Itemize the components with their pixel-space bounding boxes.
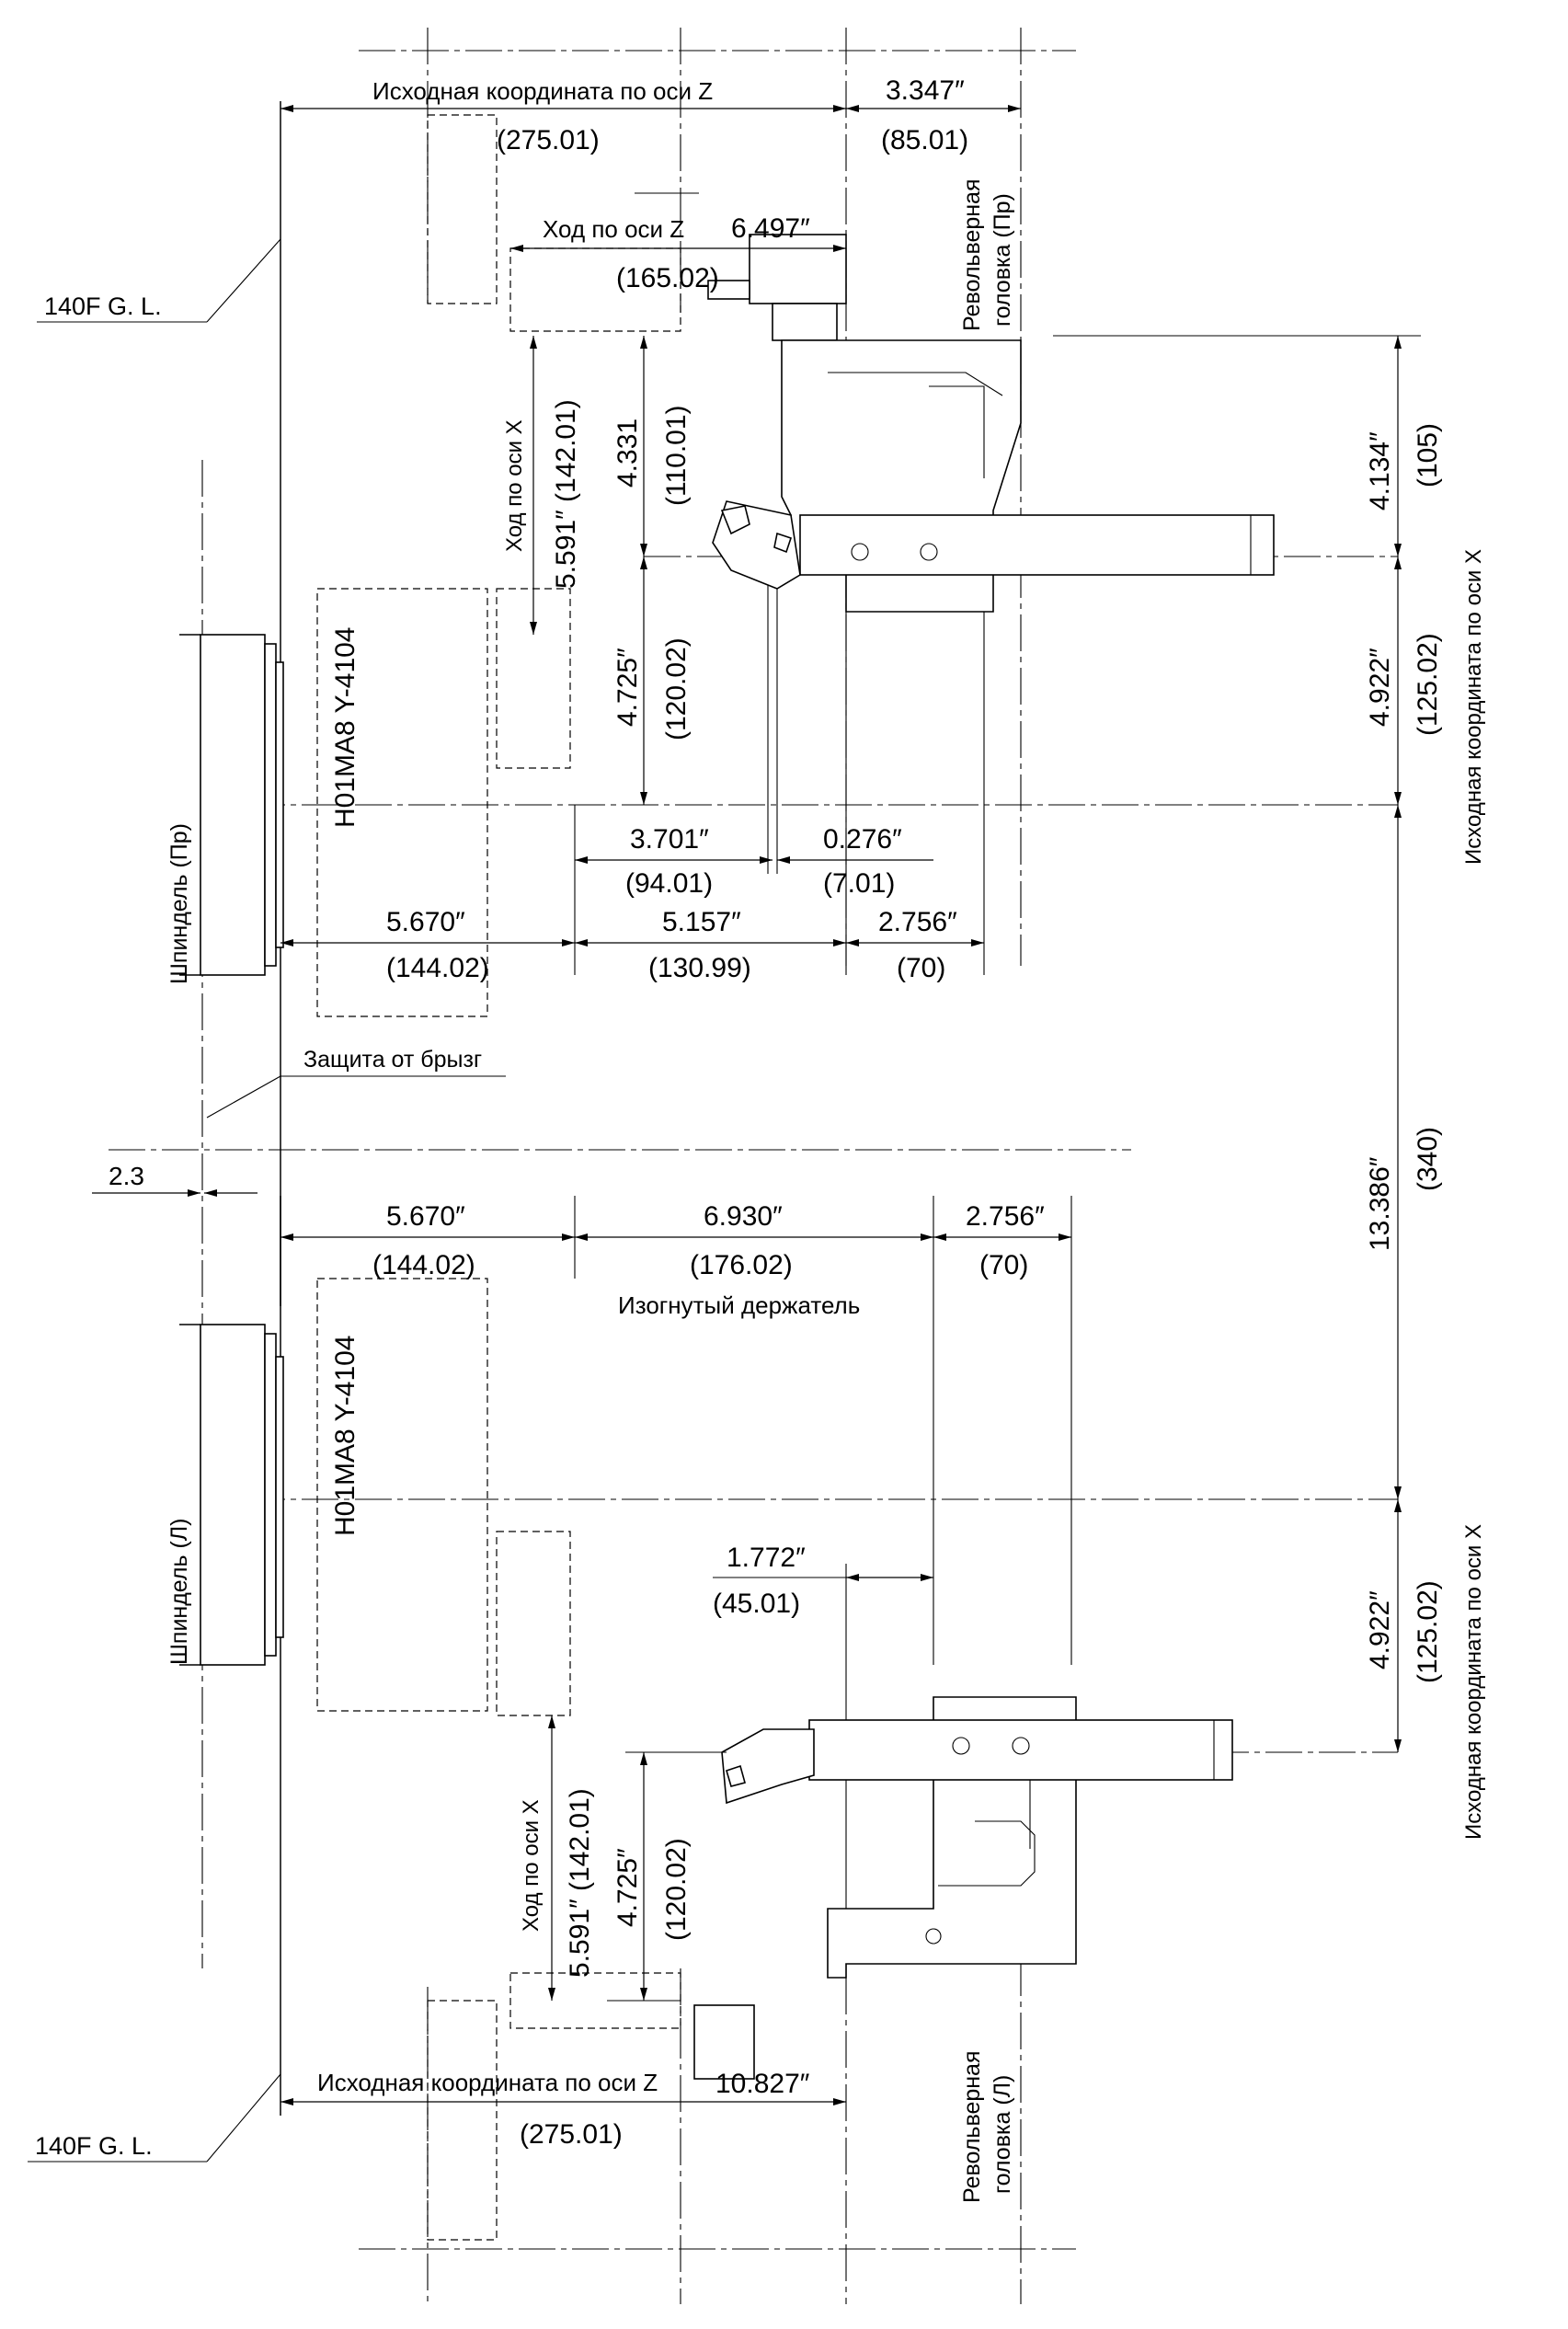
dim-1772: 1.772″ (45.01) <box>713 1543 933 1619</box>
z-origin-top-mm: (275.01) <box>497 125 600 155</box>
dim-4725-top: 4.725″ (120.02) <box>612 556 692 805</box>
dim-row-top: 5.670″ (144.02) 5.157″ (130.99) 2.756″ (… <box>280 906 984 983</box>
splash-guard-label: Защита от брызг <box>303 1047 482 1073</box>
dim-x-stroke-bottom: Ход по оси X 5.591″ (142.01) <box>519 1715 595 2001</box>
dim-4922-bottom: 4.922″ (125.02) Исходная координата по о… <box>1365 1499 1486 1840</box>
x-stroke-bottom-label: Ход по оси X <box>519 1799 544 1932</box>
dim-4134: 4.134″ (105) <box>1053 335 1443 556</box>
x-stroke-top-value: 5.591″ (142.01) <box>551 399 581 589</box>
d5157-value: 5.157″ <box>662 907 741 937</box>
d4331-mm: (110.01) <box>661 405 692 506</box>
d0276-mm: (7.01) <box>823 868 895 899</box>
x-origin-top-label: Исходная координата по оси X <box>1461 549 1486 865</box>
d5157-mm: (130.99) <box>648 953 751 983</box>
x-stroke-top-label: Ход по оси X <box>502 419 527 552</box>
splash-guard-callout: Защита от брызг <box>206 1047 506 1119</box>
d6497-mm: (165.02) <box>616 263 719 293</box>
d3701-value: 3.701″ <box>630 824 709 855</box>
reference-lines <box>109 28 1398 2304</box>
spindle-left: Шпиндель (Л) <box>166 1324 284 1666</box>
dim-3347: 3.347″ (85.01) <box>846 75 1021 155</box>
d10827-value: 10.827″ <box>715 2069 810 2099</box>
d3701-mm: (94.01) <box>625 868 713 899</box>
gl-bottom-label: 140F G. L. <box>35 2132 153 2160</box>
d3347-mm: (85.01) <box>881 125 968 155</box>
d4134-value: 4.134″ <box>1365 431 1395 511</box>
turret-right-label-line2: головка (Пр) <box>990 193 1015 327</box>
d0276-value: 0.276″ <box>823 824 902 855</box>
d6497-value: 6.497″ <box>731 213 810 244</box>
dim-z-origin-top: Исходная координата по оси Z (275.01) <box>280 77 846 155</box>
d6930-value: 6.930″ <box>704 1201 783 1232</box>
d4922-top-mm: (125.02) <box>1413 633 1443 736</box>
chuck-top: H01MA8 Y-4104 <box>316 588 571 1017</box>
d1772-mm: (45.01) <box>713 1589 800 1619</box>
x-stroke-bottom-value: 5.591″ (142.01) <box>565 1788 595 1978</box>
dim-3701: 3.701″ (94.01) <box>574 805 773 906</box>
chuck-top-label: H01MA8 Y-4104 <box>330 627 361 829</box>
dim-2-3: 2.3 <box>92 1162 258 1197</box>
d5670-top-value: 5.670″ <box>386 907 465 937</box>
d4725-top-value: 4.725″ <box>612 648 643 727</box>
turret-left-label-line1: Револьверная <box>959 2050 985 2203</box>
gl-top-label: 140F G. L. <box>44 293 162 320</box>
turret-left-label-line2: головка (Л) <box>990 2075 1015 2194</box>
d2756-bottom-value: 2.756″ <box>966 1201 1045 1232</box>
d13386-value: 13.386″ <box>1365 1156 1395 1251</box>
turret-right-label-line1: Револьверная <box>959 178 985 331</box>
x-origin-bottom-label: Исходная координата по оси X <box>1461 1524 1486 1840</box>
d4922-bottom-mm: (125.02) <box>1413 1580 1443 1683</box>
dim-x-stroke-top: Ход по оси X 5.591″ (142.01) <box>502 336 581 635</box>
d2756-top-value: 2.756″ <box>878 907 957 937</box>
turret-left: Револьверная головка (Л) <box>427 1696 1233 2241</box>
dim-4922-top: 4.922″ (125.02) Исходная координата по о… <box>1365 549 1486 865</box>
spindle-right: Шпиндель (Пр) <box>166 634 284 984</box>
d4725-top-mm: (120.02) <box>661 637 692 740</box>
d5670-top-mm: (144.02) <box>386 953 489 983</box>
dim-row-bottom: 5.670″ (144.02) 6.930″ (176.02) 2.756″ (… <box>280 1196 1071 1319</box>
ground-line-bottom: 140F G. L. <box>28 1196 281 2163</box>
d4922-top-value: 4.922″ <box>1365 648 1395 727</box>
dim-z-stroke: Ход по оси Z 6.497″ (165.02) <box>510 213 846 293</box>
d1772-value: 1.772″ <box>727 1543 806 1573</box>
d5670-bottom-mm: (144.02) <box>372 1250 475 1280</box>
d4331-value: 4.331 <box>612 419 643 488</box>
z-origin-top-label: Исходная координата по оси Z <box>372 77 713 105</box>
bent-holder-label: Изогнутый держатель <box>618 1291 860 1319</box>
z-origin-bottom-label: Исходная координата по оси Z <box>317 2069 658 2096</box>
z-stroke-label: Ход по оси Z <box>543 215 684 243</box>
d4134-mm: (105) <box>1413 423 1443 488</box>
d4725-bottom-mm: (120.02) <box>661 1838 692 1941</box>
dim-4725-bottom: 4.725″ (120.02) <box>607 1751 727 2002</box>
d23-value: 2.3 <box>109 1162 144 1190</box>
chuck-bottom: H01MA8 Y-4104 <box>316 1278 571 1716</box>
chuck-bottom-label: H01MA8 Y-4104 <box>330 1336 361 1537</box>
dim-z-origin-bottom: Исходная координата по оси Z 10.827″ (27… <box>280 2069 846 2150</box>
d4922-bottom-value: 4.922″ <box>1365 1590 1395 1669</box>
d6930-mm: (176.02) <box>690 1250 793 1280</box>
turret-right: Револьверная головка (Пр) <box>427 114 1275 613</box>
dim-4331: 4.331 (110.01) <box>612 336 692 556</box>
z-origin-bottom-mm: (275.01) <box>520 2119 623 2150</box>
dim-0276: 0.276″ (7.01) <box>777 824 933 899</box>
d3347-value: 3.347″ <box>886 75 965 106</box>
spindle-right-label: Шпиндель (Пр) <box>166 823 192 984</box>
d5670-bottom-value: 5.670″ <box>386 1201 465 1232</box>
spindle-left-label: Шпиндель (Л) <box>166 1519 192 1666</box>
d2756-bottom-mm: (70) <box>979 1250 1028 1280</box>
d2756-top-mm: (70) <box>897 953 945 983</box>
dim-13386: 13.386″ (340) <box>1365 805 1443 1499</box>
d13386-mm: (340) <box>1413 1127 1443 1191</box>
d4725-bottom-value: 4.725″ <box>612 1848 643 1927</box>
